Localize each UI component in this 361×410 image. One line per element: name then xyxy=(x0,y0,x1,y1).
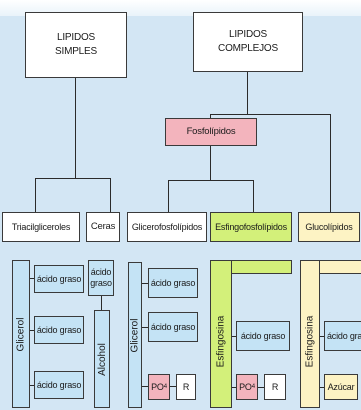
esfingosina-label: Esfingosina xyxy=(215,315,227,367)
bond xyxy=(170,386,176,387)
r-group-box: R xyxy=(176,374,196,400)
azucar-box: Azúcar xyxy=(324,374,358,400)
bond xyxy=(142,386,148,387)
acido-graso-box: ácido graso xyxy=(324,321,361,351)
bond xyxy=(232,336,236,337)
acido-graso-box: ácido graso xyxy=(148,268,198,298)
bond xyxy=(258,387,264,388)
r-group-box: R xyxy=(264,374,286,400)
bond xyxy=(320,387,324,388)
lipidos-complejos-box: LIPIDOS COMPLEJOS xyxy=(193,12,303,72)
fosfolipidos-box: Fosfolípidos xyxy=(165,118,257,146)
bond xyxy=(30,330,34,331)
connector xyxy=(210,114,330,115)
connector xyxy=(330,114,331,212)
connector xyxy=(35,178,36,212)
connector xyxy=(168,180,254,181)
bond xyxy=(232,387,236,388)
connector xyxy=(253,180,254,212)
glicerol-backbone xyxy=(128,262,142,408)
esfingosina-backbone xyxy=(210,260,232,408)
ceras-box: Ceras xyxy=(86,212,120,242)
acido-graso-box: ácido graso xyxy=(34,371,84,399)
acido-graso-box: ácido graso xyxy=(34,265,84,293)
connector xyxy=(35,178,111,179)
glicerofosfolipidos-box: Glicerofosfolípidos xyxy=(127,212,207,242)
bond xyxy=(142,283,148,284)
glucolipidos-box: Glucolípidos xyxy=(298,212,360,242)
triacilgliceroles-box: Triacilgliceroles xyxy=(2,212,80,242)
acido-graso-box: ácido graso xyxy=(34,316,84,344)
acido-graso-box: ácido graso xyxy=(88,260,114,296)
bond xyxy=(30,278,34,279)
glicerol-label: Glicerol xyxy=(129,318,141,352)
esfingosina-label: Esfingosina xyxy=(304,315,316,367)
bond xyxy=(142,327,148,328)
esfingofosfolipidos-box: Esfingofosfolípidos xyxy=(210,212,292,242)
alcohol-chain xyxy=(94,310,110,408)
bond xyxy=(101,296,102,310)
connector xyxy=(247,72,248,114)
connector xyxy=(75,78,76,178)
connector xyxy=(168,180,169,212)
acido-graso-box: ácido graso xyxy=(148,312,198,342)
glicerol-label: Glicerol xyxy=(15,317,27,351)
connector xyxy=(210,146,211,180)
lipidos-simples-box: LIPIDOS SIMPLES xyxy=(25,12,127,78)
alcohol-label: Alcohol xyxy=(96,342,108,376)
connector xyxy=(110,178,111,212)
acido-graso-box: ácido graso xyxy=(236,321,290,351)
connector xyxy=(210,114,211,118)
glicerol-backbone xyxy=(12,260,30,408)
bond xyxy=(320,336,324,337)
bond xyxy=(30,385,34,386)
esfingosina-backbone xyxy=(300,260,320,408)
